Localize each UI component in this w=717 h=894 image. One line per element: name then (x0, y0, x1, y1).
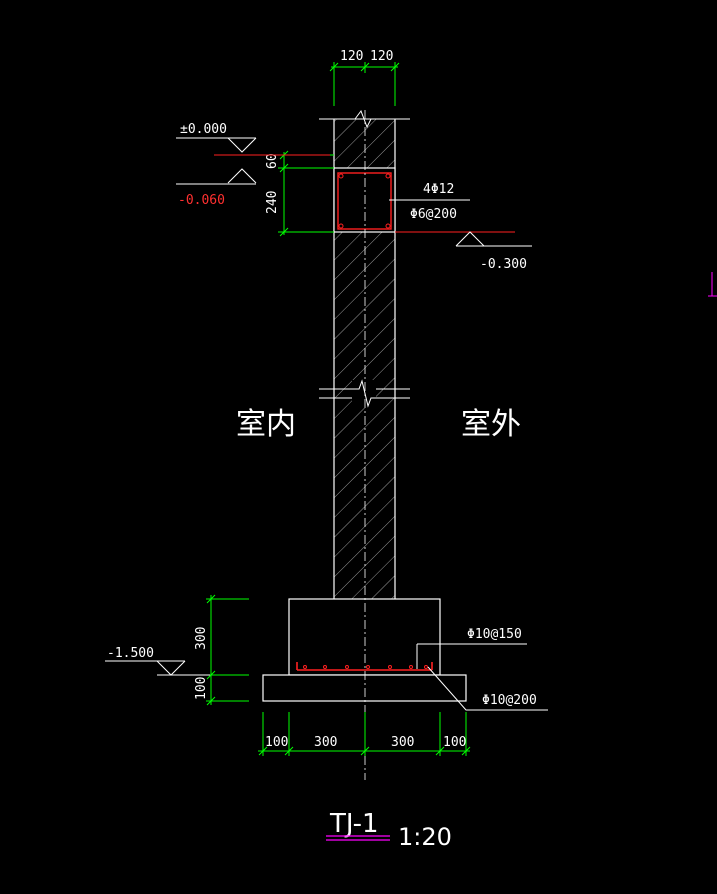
elevation-minus-300: -0.300 (480, 257, 527, 272)
dim-footing-height: 300 (194, 627, 209, 650)
dim-top-right: 120 (370, 49, 393, 64)
dim-beam-height: 240 (265, 191, 280, 214)
edge-marker (708, 272, 717, 297)
footing-rebar-dots (303, 665, 428, 669)
beam-bar (385, 223, 391, 229)
indoor-label: 室内 (236, 407, 296, 442)
beam-stirrup (337, 172, 392, 230)
dim-top-left: 120 (340, 49, 363, 64)
beam-stirrup-label: Φ6@200 (410, 207, 457, 222)
elevation-minus-060: -0.060 (178, 193, 225, 208)
footing-upper-rebar-label: Φ10@150 (467, 627, 522, 642)
elevation-zero: ±0.000 (180, 122, 227, 137)
outdoor-label: 室外 (461, 407, 521, 442)
ring-beam (333, 167, 396, 233)
elevation-minus-1500: -1.500 (107, 646, 154, 661)
beam-main-rebar-label: 4Φ12 (423, 182, 454, 197)
dim-bottom-2: 300 (314, 735, 337, 750)
footing-lower-rebar-label: Φ10@200 (482, 693, 537, 708)
drawing-title: TJ-1 (329, 809, 379, 839)
beam-bar (338, 223, 344, 229)
dim-bottom-1: 100 (265, 735, 288, 750)
dim-beam-top: 60 (265, 153, 280, 169)
beam-bar (385, 173, 391, 179)
drawing-scale: 1:20 (398, 823, 452, 851)
beam-bar (338, 173, 344, 179)
dim-bottom-3: 300 (391, 735, 414, 750)
elevation-markers (105, 137, 548, 711)
dim-pad-height: 100 (194, 677, 209, 700)
dim-bottom-4: 100 (443, 735, 466, 750)
footing-pad (262, 674, 467, 702)
footing (262, 598, 467, 702)
